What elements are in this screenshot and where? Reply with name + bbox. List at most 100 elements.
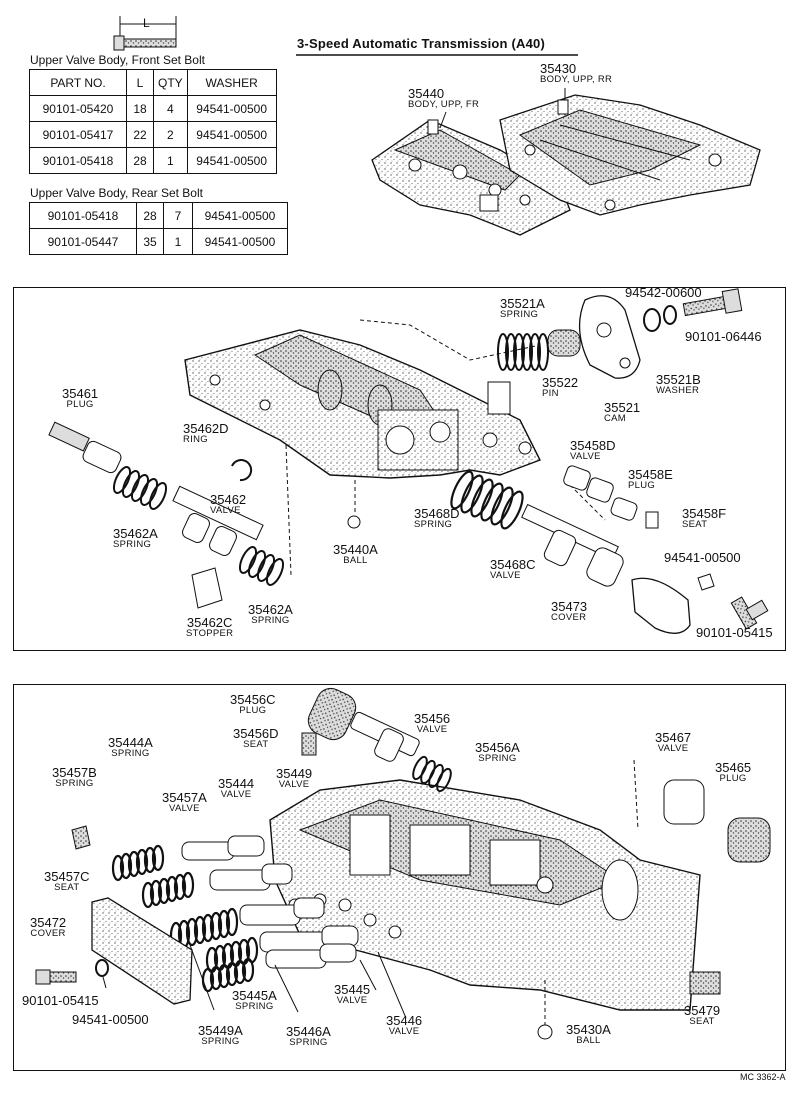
table-cell: 90101-05418 bbox=[29, 147, 127, 174]
ball-35430a-drawing bbox=[537, 1024, 553, 1040]
spring-35468d-drawing bbox=[450, 470, 524, 530]
valve-35444-drawing bbox=[209, 863, 293, 891]
mid-guide-lines bbox=[285, 319, 606, 576]
valve-35468c-drawing bbox=[521, 503, 624, 587]
bottom-guide-lines bbox=[544, 759, 639, 1025]
table-cell: 1 bbox=[163, 228, 193, 255]
part-label-94542-00600: 94542-00600 bbox=[625, 285, 702, 300]
mid-valve-body-drawing bbox=[184, 329, 541, 479]
spring-35457b-drawing bbox=[111, 844, 165, 882]
front-bolt-table: PART NO. L QTY WASHER 90101-05420 18 4 9… bbox=[29, 69, 277, 174]
upper-valve-body-front-drawing bbox=[371, 119, 571, 236]
rear-bolt-table: 90101-05418 28 7 94541-00500 90101-05447… bbox=[29, 202, 288, 255]
table-header-row: PART NO. L QTY WASHER bbox=[29, 69, 277, 96]
valve-35457a-drawing bbox=[181, 835, 265, 861]
seat-35456d-drawing bbox=[301, 732, 317, 756]
table-cell: 1 bbox=[153, 147, 188, 174]
valve-35449-drawing bbox=[239, 897, 325, 926]
spring-35462a-lower-drawing bbox=[238, 546, 285, 586]
table-cell: 90101-05420 bbox=[29, 95, 127, 122]
table-row: 90101-05420 18 4 94541-00500 bbox=[29, 95, 277, 122]
col-qty: QTY bbox=[153, 69, 188, 96]
washer-bot-drawing bbox=[95, 959, 109, 977]
valve-35462-drawing bbox=[172, 485, 264, 556]
spring-35456a-drawing bbox=[412, 755, 452, 793]
part-label-94541-00500-mid: 94541-00500 bbox=[664, 550, 741, 565]
bolt-dimension-icon bbox=[113, 16, 177, 51]
table-cell: 18 bbox=[126, 95, 154, 122]
leader-35440 bbox=[439, 111, 447, 129]
upper-valve-body-rear-drawing bbox=[499, 94, 761, 216]
col-l: L bbox=[126, 69, 154, 96]
washer-35521b-drawing bbox=[643, 305, 677, 332]
leader-lines-bottom bbox=[102, 944, 407, 1019]
page-title: 3-Speed Automatic Transmission (A40) bbox=[297, 36, 545, 51]
table-cell: 94541-00500 bbox=[186, 121, 277, 148]
valve-35445-drawing bbox=[265, 943, 357, 969]
bolt-06446-drawing bbox=[682, 288, 743, 317]
spring-35444a-drawing bbox=[141, 871, 195, 909]
cover-35472-drawing bbox=[91, 897, 193, 1005]
table-cell: 7 bbox=[163, 202, 193, 229]
plug-35458e-drawing bbox=[610, 497, 638, 521]
table-cell: 94541-00500 bbox=[186, 95, 277, 122]
table-cell: 22 bbox=[126, 121, 154, 148]
bolt-05415-bot-drawing bbox=[35, 969, 77, 985]
plug-35456c-drawing bbox=[307, 687, 357, 741]
seat-35457c-drawing bbox=[71, 825, 91, 850]
front-bolt-caption: Upper Valve Body, Front Set Bolt bbox=[30, 53, 205, 67]
col-part-no: PART NO. bbox=[29, 69, 127, 96]
stopper-drawing bbox=[191, 567, 223, 609]
plug-35461-drawing bbox=[48, 421, 122, 474]
plug-35465-drawing bbox=[727, 817, 771, 863]
bolt-length-label: L bbox=[143, 16, 150, 30]
spring-35449a-drawing bbox=[169, 907, 239, 951]
table-row: 90101-05418 28 7 94541-00500 bbox=[29, 202, 288, 229]
figure-code: MC 3362-A bbox=[740, 1072, 786, 1082]
bolt-05415-mid-drawing bbox=[730, 596, 769, 630]
valve-35456-drawing bbox=[350, 711, 420, 762]
table-cell: 94541-00500 bbox=[192, 202, 288, 229]
part-label-90101-05415-mid: 90101-05415 bbox=[696, 625, 773, 640]
ball-35440a-drawing bbox=[347, 515, 361, 529]
table-cell: 4 bbox=[153, 95, 188, 122]
washer-mid-drawing bbox=[697, 573, 715, 591]
table-row: 90101-05447 35 1 94541-00500 bbox=[29, 228, 288, 255]
table-cell: 90101-05417 bbox=[29, 121, 127, 148]
table-cell: 28 bbox=[126, 147, 154, 174]
cam-drawing bbox=[578, 295, 641, 379]
spring-35445a-drawing bbox=[201, 957, 255, 993]
table-cell: 94541-00500 bbox=[186, 147, 277, 174]
rear-bolt-caption: Upper Valve Body, Rear Set Bolt bbox=[30, 186, 203, 200]
table-cell: 35 bbox=[136, 228, 164, 255]
